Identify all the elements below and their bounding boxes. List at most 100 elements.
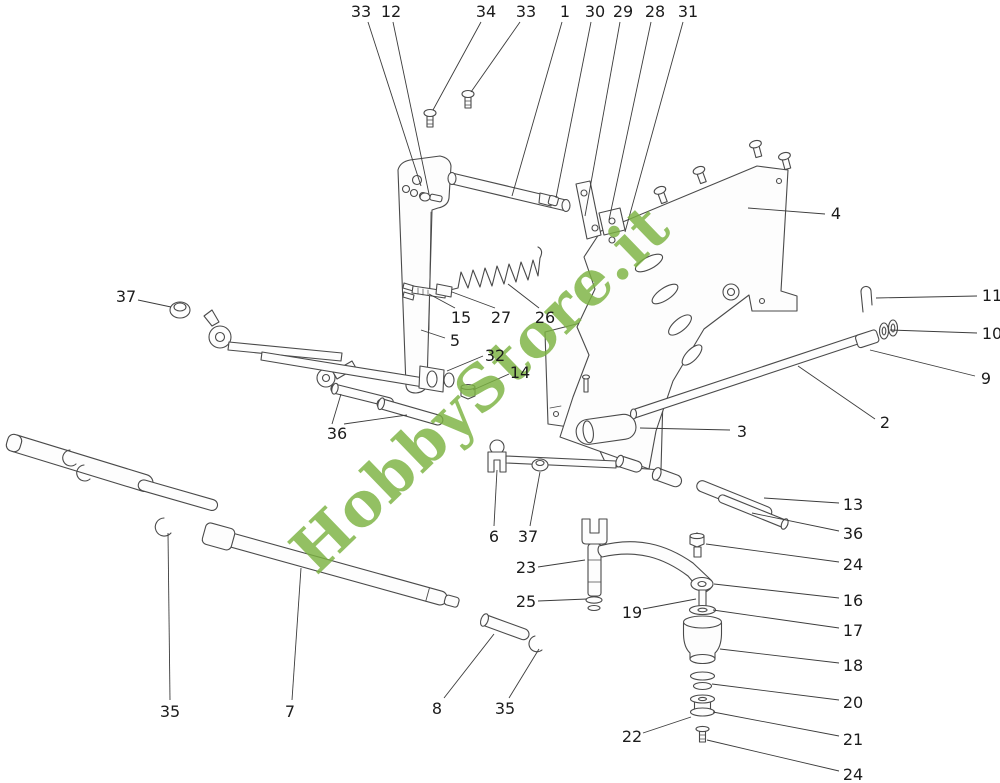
leader-line-4: [747, 207, 826, 215]
leader-line-35: [508, 648, 540, 699]
leader-line-18: [719, 648, 840, 664]
part-35-circlips: [62, 449, 172, 537]
callout-33: 33: [350, 2, 372, 21]
part-14-nut: [460, 383, 476, 400]
callout-33: 33: [515, 2, 537, 21]
callout-29: 29: [612, 2, 634, 21]
callout-5: 5: [449, 331, 461, 350]
leader-line-21: [712, 711, 840, 737]
leader-line-5: [420, 329, 446, 339]
leader-lines: [137, 21, 978, 772]
callout-34: 34: [475, 2, 497, 21]
part-4-quadrant-bracket: [559, 165, 798, 470]
callout-27: 27: [490, 308, 512, 327]
part-24-nut-top: [689, 532, 705, 558]
leader-line-15: [428, 293, 456, 309]
leader-line-3: [639, 427, 731, 431]
callout-13: 13: [842, 495, 864, 514]
part-18-isolator: [682, 615, 723, 665]
leader-line-33: [470, 21, 521, 93]
leader-line-27: [451, 291, 496, 309]
part-outer-tube: [5, 433, 219, 512]
callout-9: 9: [980, 369, 992, 388]
leader-line-24: [705, 543, 840, 563]
part-20-washers: [689, 671, 716, 691]
callout-26: 26: [534, 308, 556, 327]
leader-line-28: [608, 21, 652, 221]
callout-24: 24: [842, 555, 864, 574]
part-23-clevis-link: [581, 518, 608, 597]
callout-24: 24: [842, 765, 864, 783]
callout-37: 37: [517, 527, 539, 546]
part-3-roller: [575, 413, 637, 445]
leader-line-1: [511, 21, 563, 197]
callout-36: 36: [842, 524, 864, 543]
part-33-bolt-top: [461, 89, 475, 109]
leader-line-17: [712, 609, 840, 629]
part-7-lower-rod: [201, 522, 460, 608]
leader-line-36: [343, 414, 408, 425]
leader-line-9: [869, 349, 976, 377]
leader-line-2: [797, 365, 876, 420]
callout-8: 8: [431, 699, 443, 718]
leader-line-35: [167, 532, 171, 701]
callout-25: 25: [515, 592, 537, 611]
leader-line-13: [763, 497, 840, 504]
leader-line-36: [331, 393, 342, 425]
leader-line-29: [584, 21, 621, 217]
leader-line-11: [875, 295, 978, 299]
callout-21: 21: [842, 730, 864, 749]
part-hardware-bolts: [653, 139, 792, 205]
callout-35: 35: [159, 702, 181, 721]
leader-line-20: [711, 683, 840, 701]
part-33-12-hardware-cluster: [401, 184, 443, 203]
part-36-pins: [330, 382, 444, 426]
part-30-pin: [547, 195, 559, 207]
part-29-support-strap: [575, 180, 602, 240]
part-28-angle-bracket: [598, 207, 626, 236]
leader-line-31: [624, 21, 684, 233]
callout-23: 23: [515, 558, 537, 577]
callout-6: 6: [488, 527, 500, 546]
callout-22: 22: [621, 727, 643, 746]
part-2-lift-rod: [629, 329, 880, 420]
callout-17: 17: [842, 621, 864, 640]
leader-line-19: [642, 598, 697, 610]
part-11-cotter-pin: [860, 285, 873, 313]
leader-line-14: [472, 373, 510, 391]
callout-14: 14: [509, 363, 531, 382]
part-1-pivot-shaft: [447, 171, 571, 213]
leader-line-10: [889, 329, 978, 334]
callout-18: 18: [842, 656, 864, 675]
leader-line-23: [537, 559, 586, 568]
callout-36: 36: [326, 424, 348, 443]
part-8-pin: [479, 613, 530, 641]
leader-line-37: [137, 299, 172, 308]
leader-line-30: [555, 21, 592, 199]
leader-line-24: [706, 739, 840, 772]
callout-3: 3: [736, 422, 748, 441]
leader-line-8: [443, 633, 495, 699]
callout-15: 15: [450, 308, 472, 327]
leader-line-22: [642, 716, 692, 734]
part-small-pin: [581, 374, 591, 393]
part-17-washer: [688, 604, 717, 616]
leader-line-26: [507, 283, 540, 309]
part-37-flanged-bushing: [169, 301, 191, 319]
callout-32: 32: [484, 346, 506, 365]
leader-line-32: [446, 355, 484, 372]
part-16-bell-lever: [597, 541, 714, 595]
part-10-washers: [878, 319, 899, 340]
callout-20: 20: [842, 693, 864, 712]
callout-16: 16: [842, 591, 864, 610]
leader-line-7: [291, 567, 302, 701]
part-5-mast-plate: [397, 155, 452, 394]
part-21-spool: [689, 694, 716, 717]
part-34-bolt: [423, 108, 437, 128]
part-37-nut-mid: [531, 458, 549, 472]
callout-30: 30: [584, 2, 606, 21]
callout-1: 1: [559, 2, 571, 21]
leader-line-36: [751, 512, 840, 532]
leader-line-37: [529, 471, 541, 527]
